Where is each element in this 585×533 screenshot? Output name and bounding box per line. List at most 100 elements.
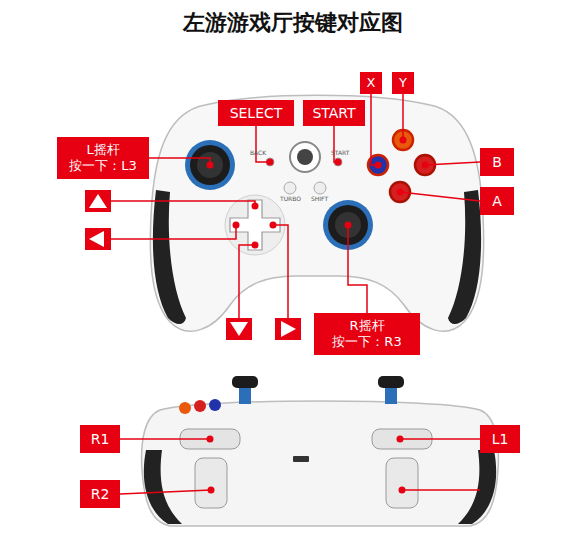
button-label-box: L摇杆按一下：L3 [57, 137, 149, 179]
leader-line [149, 158, 210, 165]
face-button-peek [194, 400, 206, 412]
leader-dot [252, 203, 259, 210]
button-label-box: R摇杆按一下：R3 [314, 313, 420, 355]
stick-stem-left [239, 388, 251, 404]
arrow-box [275, 318, 301, 340]
dpad [230, 200, 280, 250]
back-left-grip [144, 450, 182, 524]
leader-line [402, 94, 404, 140]
button-label-box: R2 [80, 480, 120, 508]
button-label-text: SELECT [230, 105, 283, 122]
button-label-box: A [480, 187, 514, 215]
face-button-peek [179, 402, 191, 414]
controller-bottom [142, 376, 499, 526]
button-label-text: R1 [91, 431, 110, 448]
back-right-grip [458, 450, 496, 524]
leader-line [402, 489, 480, 491]
right-grip [448, 190, 481, 324]
controller-top [150, 95, 483, 331]
button-label-text: X [367, 75, 376, 91]
printed-button-label: BACK [250, 150, 266, 156]
left-stick-ring [185, 140, 235, 190]
leader-line [400, 438, 480, 440]
logo-button [290, 142, 320, 172]
arrow-box [85, 190, 111, 212]
logo-mark [297, 149, 313, 165]
arrow-down-symbol [230, 322, 248, 336]
leader-line [348, 225, 367, 313]
leader-line [273, 225, 288, 318]
stick-top-right [378, 376, 404, 388]
dpad-symbol-boxes [85, 190, 301, 340]
button-label-text: L1 [492, 431, 509, 448]
button-label-box: R1 [80, 425, 120, 453]
button-label-text: A [492, 193, 502, 210]
dpad-well [225, 195, 285, 255]
button-label-box: B [480, 148, 514, 176]
printed-button-label: TURBO [280, 196, 301, 202]
leader-dot [422, 162, 429, 169]
stick-top-left [232, 376, 258, 388]
button-label-text: L摇杆 [86, 142, 119, 158]
leader-dot [399, 487, 406, 494]
leader-dot [270, 222, 277, 229]
button-label-text: B [492, 154, 502, 171]
leader-dot [233, 222, 240, 229]
leader-line [371, 94, 378, 165]
controller-back-body [142, 401, 499, 526]
button-label-box: L1 [480, 425, 520, 453]
leader-dot [207, 436, 214, 443]
leader-line [425, 162, 480, 165]
leader-line [120, 490, 211, 494]
face-button-peek [209, 399, 221, 411]
leader-line [111, 225, 236, 239]
back-button [266, 158, 274, 166]
arrow-box [85, 228, 111, 250]
diagram-title: 左游游戏厅按键对应图 [0, 8, 585, 38]
left-grip [153, 190, 186, 324]
controller-body [150, 95, 483, 331]
usb-port [293, 456, 309, 462]
printed-button-label: SHIFT [311, 196, 328, 202]
leader-dot [207, 162, 214, 169]
a-button [390, 182, 410, 202]
arrow-up-symbol [89, 194, 107, 208]
leader-dot [335, 159, 342, 166]
arrow-right-symbol [281, 321, 296, 337]
leader-dot [397, 189, 404, 196]
button-label-box: Y [392, 72, 414, 94]
leader-dot [400, 137, 407, 144]
leader-line [120, 438, 210, 440]
button-label-text: START [312, 105, 355, 122]
button-label-box: X [360, 72, 382, 94]
leader-dot [375, 162, 382, 169]
leader-dots [207, 137, 429, 494]
button-label-box: START [303, 100, 365, 126]
button-label-text: 按一下：R3 [332, 334, 401, 350]
button-label-text: R2 [91, 486, 110, 503]
leader-dot [397, 436, 404, 443]
l2-trigger [386, 458, 418, 508]
printed-button-label: START [331, 150, 350, 156]
button-label-text: R摇杆 [349, 318, 384, 334]
turbo-button [284, 182, 296, 194]
shift-button [314, 182, 326, 194]
left-stick-top [197, 152, 223, 178]
leader-dot [208, 487, 215, 494]
stick-stem-right [385, 388, 397, 404]
button-label-text: Y [399, 75, 407, 91]
leader-line [400, 192, 480, 201]
leader-dot [252, 242, 259, 249]
start-button [334, 158, 342, 166]
leader-dot [345, 222, 352, 229]
leader-line [334, 126, 338, 162]
leader-lines [111, 94, 480, 494]
arrow-box [226, 318, 252, 340]
leader-line [239, 245, 255, 318]
button-label-text: 按一下：L3 [69, 158, 137, 174]
leader-dot [267, 159, 274, 166]
leader-line [256, 126, 270, 162]
leader-line [111, 201, 255, 206]
r2-trigger [195, 458, 227, 508]
